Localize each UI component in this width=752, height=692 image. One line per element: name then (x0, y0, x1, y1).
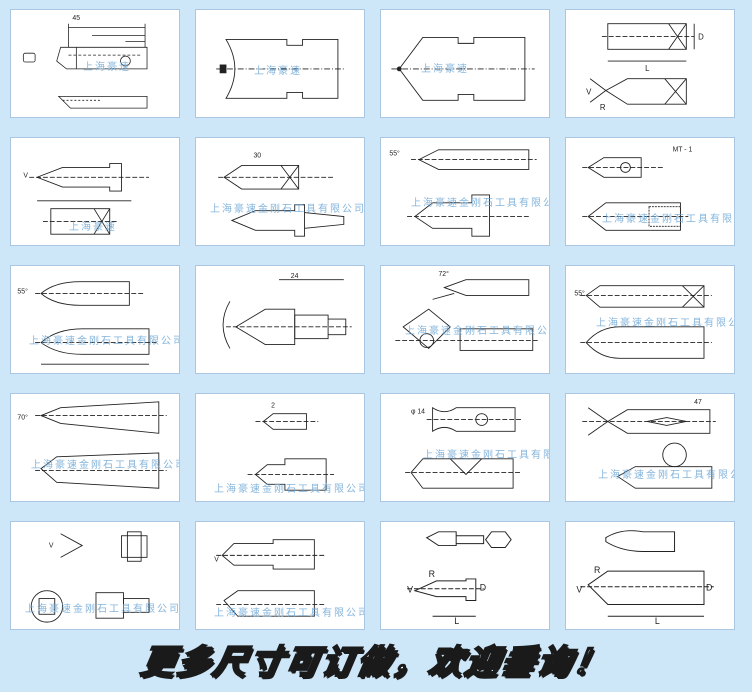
label-L: L (645, 64, 650, 73)
tool-drawing-1: 45 上海豪速 (10, 9, 180, 118)
technical-drawing: 45 (22, 15, 148, 109)
technical-drawing: D L V R (586, 23, 704, 112)
technical-drawing: 47 (582, 399, 716, 489)
dimension-label: 2 (271, 403, 275, 410)
dimension-label: 72° (438, 270, 449, 278)
tool-drawing-8: MT - 1 上海豪速金刚石工具有限公司 (565, 137, 735, 246)
tool-drawing-13: 70° 上海豪速金刚石工具有限公司 (10, 393, 180, 502)
dimension-label: 55° (17, 287, 28, 295)
technical-drawing: V R D L (407, 531, 512, 626)
technical-drawing: φ 14 (405, 406, 523, 489)
dimension-label: 55° (389, 150, 400, 158)
dimension-label: V (214, 556, 219, 563)
technical-drawing: 24 (222, 273, 352, 349)
technical-drawing: V (30, 531, 150, 623)
dimension-label: D (480, 583, 486, 593)
technical-drawing (391, 37, 535, 101)
footer-banner: 更多尺寸可订做，欢迎垂询！ (0, 633, 752, 685)
dimension-label: φ 14 (411, 409, 425, 416)
technical-drawing: 55° (389, 149, 537, 237)
dimension-label: 55° (574, 289, 585, 297)
dimension-label: V (407, 585, 413, 595)
tool-drawing-20: V R D L (565, 521, 735, 630)
technical-drawing: 70° (17, 401, 167, 489)
dimension-label: L (454, 616, 459, 626)
tool-drawing-3: 上海豪速 (380, 9, 550, 118)
tool-drawing-14: 2 上海豪速金刚石工具有限公司 (195, 393, 365, 502)
label-R: R (600, 103, 606, 112)
dimension-label: V (576, 585, 582, 595)
dimension-label: R (429, 569, 435, 579)
dimension-label: 70° (17, 414, 28, 422)
tool-drawing-4: D L V R (565, 9, 735, 118)
tool-drawing-15: φ 14 上海豪速金刚石工具有限公司 (380, 393, 550, 502)
technical-drawing: 2 (247, 403, 334, 491)
dimension-label: D (706, 583, 712, 593)
dimension-label: L (655, 616, 660, 626)
dimension-label: 47 (694, 399, 702, 406)
tool-drawing-11: 72° 上海豪速金刚石工具有限公司 (380, 265, 550, 374)
tool-drawing-6: 30 上海豪速金刚石工具有限公司 (195, 137, 365, 246)
dimension-label: MT - 1 (673, 147, 693, 154)
tool-drawing-9: 55° 上海豪速金刚石工具有限公司 (10, 265, 180, 374)
dimension-label: V (23, 172, 28, 179)
tool-drawing-12: 55° 上海豪速金刚石工具有限公司 (565, 265, 735, 374)
technical-drawing: V R D L (576, 530, 714, 626)
technical-drawing: MT - 1 (582, 147, 693, 231)
tool-drawing-16: 47 上海豪速金刚石工具有限公司 (565, 393, 735, 502)
dimension-label: 24 (291, 273, 299, 280)
label-D: D (698, 32, 704, 41)
drawing-grid: 45 上海豪速 上海豪速 上海豪速 (10, 9, 735, 630)
technical-drawing: V (23, 163, 149, 235)
dimension-label: 45 (72, 15, 80, 22)
technical-drawing (216, 39, 344, 99)
label-V: V (586, 87, 592, 96)
technical-drawing: 30 (218, 153, 345, 237)
tool-drawing-7: 55° 上海豪速金刚石工具有限公司 (380, 137, 550, 246)
technical-drawing: 55° (17, 281, 157, 365)
tool-drawing-5: V 上海豪速 (10, 137, 180, 246)
tool-drawing-18: V 上海豪速金刚石工具有限公司 (195, 521, 365, 630)
tool-drawing-17: V 上海豪速金刚石工具有限公司 (10, 521, 180, 630)
technical-drawing: 55° (574, 285, 712, 359)
dimension-label: 30 (253, 153, 261, 160)
tool-drawing-19: V R D L (380, 521, 550, 630)
technical-drawing: V (214, 539, 325, 617)
technical-drawing: 72° (395, 270, 539, 351)
tool-drawing-2: 上海豪速 (195, 9, 365, 118)
dimension-label: V (49, 543, 54, 550)
dimension-label: R (594, 565, 600, 575)
footer-slogan: 更多尺寸可订做，欢迎垂询！ (137, 641, 614, 682)
tool-drawing-10: 24 (195, 265, 365, 374)
